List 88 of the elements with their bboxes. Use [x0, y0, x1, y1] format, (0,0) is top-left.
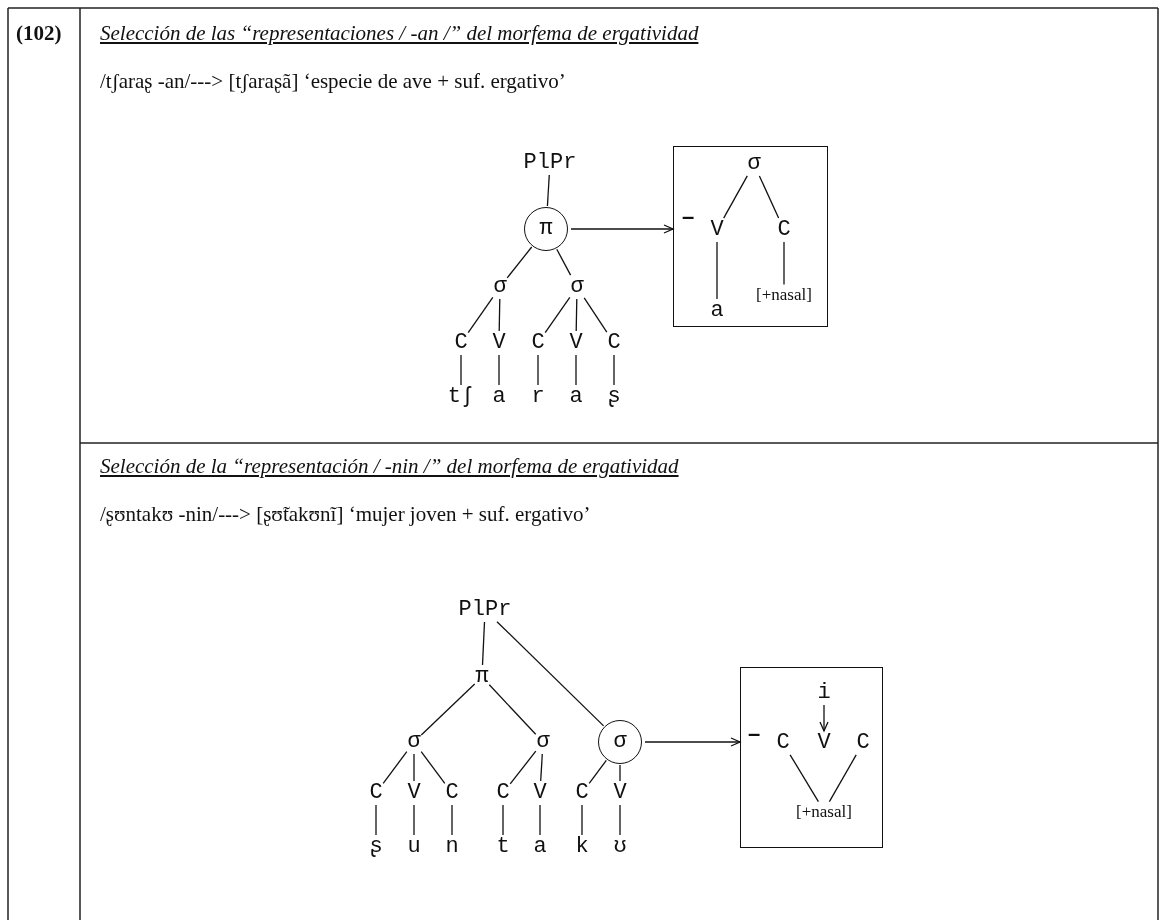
tree-label: C — [777, 219, 791, 241]
tree-branch — [546, 174, 550, 207]
tree-label: σ — [570, 276, 584, 298]
tree-branch — [467, 296, 494, 334]
tree-label: σ — [747, 153, 761, 175]
tree-branch — [723, 175, 748, 219]
tree-label: a — [533, 836, 547, 858]
tree-label: PlPr — [523, 152, 577, 174]
tree-branch — [540, 753, 543, 782]
feature-label: [+nasal] — [756, 285, 812, 303]
tree-branch — [783, 241, 785, 286]
tree-label: V — [613, 782, 627, 804]
tree-branch — [451, 804, 453, 836]
tree-label: C — [575, 782, 589, 804]
tree-branch — [758, 175, 780, 219]
tree-label: a — [492, 386, 506, 408]
tree-branch — [502, 804, 504, 836]
tree-branch — [619, 764, 621, 782]
tree-label: C — [856, 732, 870, 754]
tree-label: PlPr — [458, 599, 512, 621]
tree-branch — [583, 297, 608, 333]
tree-branch — [539, 804, 541, 836]
arrow — [819, 704, 829, 732]
tree-label: C — [454, 332, 468, 354]
arrow — [570, 224, 674, 234]
tree-label: tʃ — [447, 386, 475, 408]
tree-label: r — [531, 386, 545, 408]
tree-branch — [488, 684, 537, 735]
tree-label: t — [496, 836, 510, 858]
tree-label: σ — [407, 731, 421, 753]
tree-label: ʂ — [369, 836, 383, 858]
tree-branch — [575, 298, 578, 332]
tree-branch — [509, 750, 537, 785]
tree-label: u — [407, 836, 421, 858]
tree-label: V — [407, 782, 421, 804]
tree-branch — [789, 754, 820, 803]
tree-branch — [537, 354, 539, 386]
transcription-line: /tʃaraʂ -an/---> [tʃaraʂã] ‘especie de ave + suf. ergativo’ — [100, 70, 566, 94]
tree-label: ʂ — [607, 386, 621, 408]
tree-label: C — [445, 782, 459, 804]
tree-branch — [716, 241, 718, 300]
tree-branch — [420, 751, 446, 784]
tree-branch — [828, 754, 857, 803]
feature-label: [+nasal] — [796, 802, 852, 820]
tree-branch — [498, 298, 501, 332]
tree-branch — [581, 804, 583, 836]
tree-branch — [575, 354, 577, 386]
tree-label: i — [817, 682, 831, 704]
tree-branch — [506, 246, 533, 279]
tree-branch — [619, 804, 621, 836]
transcription-line: /ʂʊntakʊ -nin/---> [ʂʊ̃takʊnĩ] ‘mujer joven + suf. ergativo’ — [100, 503, 591, 527]
tree-label: a — [569, 386, 583, 408]
tree-label: C — [496, 782, 510, 804]
tree-branch — [375, 804, 377, 836]
tree-label: V — [569, 332, 583, 354]
tree-branch — [613, 354, 615, 386]
suffix-dash: – — [748, 723, 761, 745]
tree-label: C — [369, 782, 383, 804]
tree-label: σ — [536, 731, 550, 753]
tree-label: n — [445, 836, 459, 858]
tree-label: C — [607, 332, 621, 354]
tree-branch — [544, 296, 571, 334]
tree-label: C — [776, 732, 790, 754]
tree-branch — [481, 621, 486, 666]
tree-branch — [496, 621, 605, 727]
section-heading: Selección de la “representación / -nin /” del morfema de ergatividad — [100, 455, 679, 479]
tree-label: V — [710, 219, 724, 241]
suffix-dash: – — [682, 206, 695, 228]
tree-branch — [588, 759, 607, 784]
tree-branch — [498, 354, 500, 386]
tree-label: k — [575, 836, 589, 858]
tree-branch — [556, 248, 572, 276]
section-heading: Selección de las “representaciones / -an /” del morfema de ergatividad — [100, 22, 699, 46]
tree-label: C — [531, 332, 545, 354]
tree-label: V — [817, 732, 831, 754]
tree-label: π — [475, 666, 489, 688]
tree-label: V — [492, 332, 506, 354]
example-number: (102) — [16, 22, 62, 46]
tree-branch — [413, 804, 415, 836]
arrow — [644, 737, 741, 747]
tree-branch — [420, 683, 476, 736]
tree-branch — [460, 354, 462, 386]
tree-label: ʊ — [613, 836, 627, 858]
tree-branch — [382, 751, 408, 784]
tree-label: σ — [493, 276, 507, 298]
tree-branch — [413, 753, 415, 782]
tree-label: V — [533, 782, 547, 804]
tree-label: a — [710, 300, 724, 322]
